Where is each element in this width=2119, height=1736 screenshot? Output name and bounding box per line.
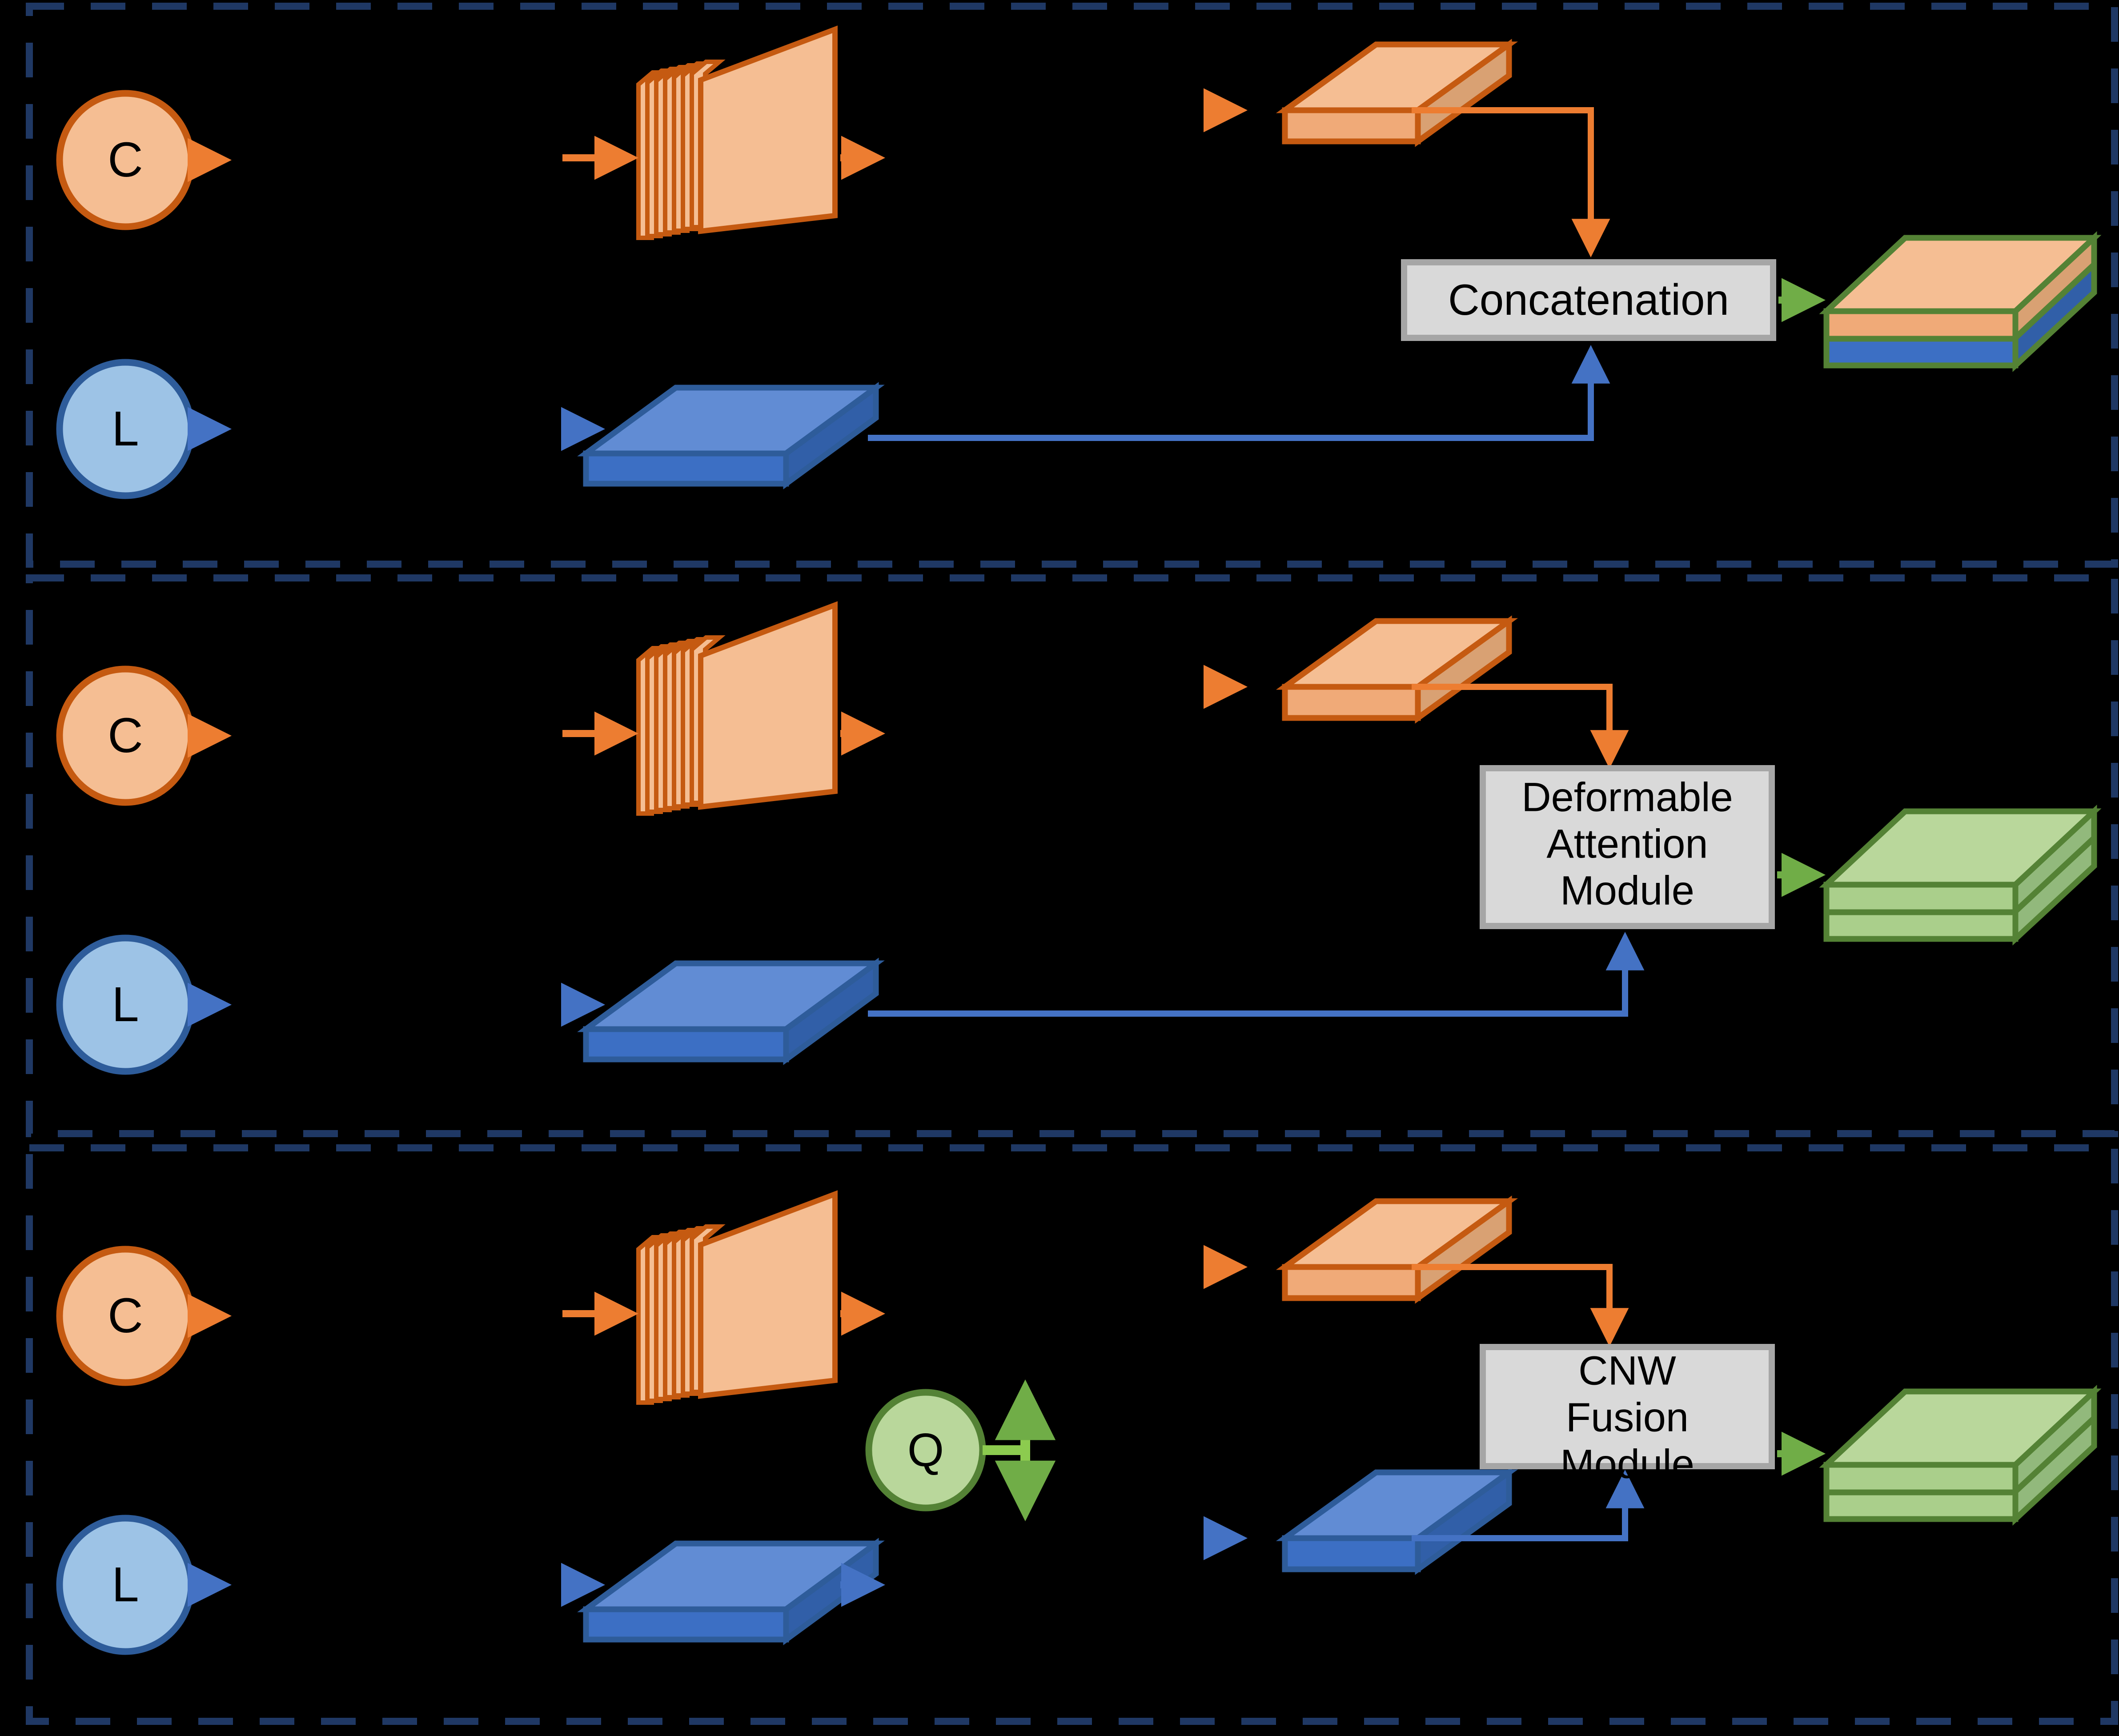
- fusion-module-concatenation[interactable]: Concatenation: [1401, 259, 1776, 341]
- lidar-to-fusion-connector-2: [868, 931, 1645, 1017]
- camera-input-node-1[interactable]: C: [56, 90, 195, 230]
- camera-to-fusion-connector-3: [1412, 1264, 1629, 1347]
- camera-to-fusion-connector-2: [1412, 684, 1629, 769]
- query-node[interactable]: Q: [865, 1389, 986, 1511]
- lidar-to-fusion-connector-1: [868, 345, 1610, 441]
- camera-input-node-3[interactable]: C: [56, 1246, 195, 1386]
- lidar-bev-slab-3-right: [1276, 1467, 1518, 1575]
- lidar-label: L: [112, 401, 139, 456]
- camera-label: C: [108, 1288, 143, 1343]
- panel-deformable-attention: C L: [56, 601, 2102, 1075]
- lidar-label: L: [112, 977, 139, 1032]
- fusion-module-label-line-3: Module: [1560, 1441, 1694, 1487]
- camera-to-fusion-connector-1: [1412, 107, 1610, 258]
- fused-output-slab-cnw: [1819, 1385, 2102, 1526]
- fusion-module-deformable-attention[interactable]: Deformable Attention Module: [1480, 765, 1775, 929]
- panel-cnw-fusion: C Q: [56, 1190, 2102, 1655]
- lidar-to-fusion-connector-3: [1412, 1469, 1645, 1541]
- fusion-module-label-line-3: Module: [1560, 868, 1694, 913]
- fusion-module-label-line-2: Attention: [1546, 821, 1708, 866]
- camera-feature-stack-1: [636, 25, 838, 240]
- fusion-module-box: [1401, 259, 1776, 341]
- fusion-module-cnw-fusion[interactable]: CNW Fusion Module: [1480, 1344, 1775, 1487]
- fusion-module-label-line-1: Deformable: [1521, 774, 1733, 820]
- camera-input-node-2[interactable]: C: [56, 666, 195, 806]
- fused-output-slab-deformable: [1819, 805, 2102, 946]
- panel-concatenation: C L: [56, 25, 2102, 499]
- panel-deformable-attention-border: [26, 574, 2118, 1137]
- fusion-module-label-line-1: CNW: [1578, 1348, 1676, 1393]
- fusion-module-box: [1480, 765, 1775, 929]
- panel-cnw-fusion-border: [26, 1144, 2118, 1725]
- camera-bev-slab-3: [1276, 1195, 1518, 1304]
- lidar-label: L: [112, 1557, 139, 1612]
- lidar-input-node-3[interactable]: L: [56, 1515, 195, 1655]
- lidar-bev-slab-1: [577, 382, 885, 489]
- fusion-module-label-line-2: Fusion: [1566, 1395, 1689, 1440]
- camera-feature-stack-3: [636, 1190, 838, 1405]
- panel-concatenation-border: [26, 3, 2118, 568]
- camera-bev-slab-2: [1276, 615, 1518, 724]
- fused-output-slab-concat: [1819, 231, 2102, 372]
- query-label: Q: [907, 1424, 944, 1476]
- lidar-input-node-2[interactable]: L: [56, 934, 195, 1075]
- camera-label: C: [108, 132, 143, 187]
- lidar-input-node-1[interactable]: L: [56, 359, 195, 499]
- camera-feature-stack-2: [636, 601, 838, 816]
- lidar-bev-slab-2: [577, 958, 885, 1065]
- fusion-module-label-line-1: Concatenation: [1448, 275, 1729, 324]
- fusion-module-box: [1480, 1344, 1775, 1469]
- camera-label: C: [108, 708, 143, 763]
- camera-bev-slab-1: [1276, 39, 1518, 147]
